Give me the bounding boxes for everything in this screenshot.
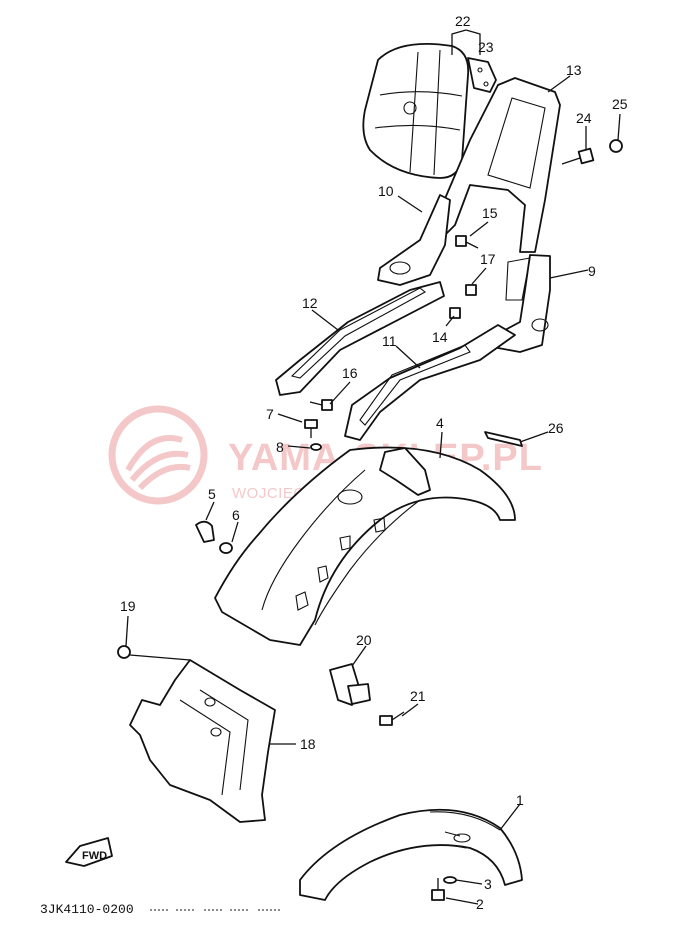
bolt-24-icon [577,147,595,165]
nut-6-icon [219,542,233,554]
callout-13: 13 [566,62,582,78]
callout-16: 16 [342,365,358,381]
callout-20: 20 [356,632,372,648]
callout-12: 12 [302,295,318,311]
part-emblem-strip[interactable] [484,431,523,447]
callout-3: 3 [484,876,492,892]
fasteners [117,139,623,901]
bolt-17-icon [465,284,477,296]
callout-6: 6 [232,507,240,523]
bolt-16-icon [321,399,333,411]
part-inner-fender[interactable] [129,659,276,823]
part-rear-fender[interactable] [214,446,516,646]
part-backrest-pad[interactable] [362,43,470,179]
callout-11: 11 [382,333,397,349]
callout-7: 7 [266,406,274,422]
callout-18: 18 [300,736,316,752]
diagram-code: 3JK4110-0200 [40,902,134,917]
bolt-2-icon [431,889,445,901]
bolt-19-icon [117,645,131,659]
bolt-14-icon [449,307,461,319]
nut-25-icon [609,139,623,153]
part-backrest-frame[interactable] [437,77,561,253]
callout-10: 10 [378,183,394,199]
watermark-logo-icon [108,405,208,505]
bolt-21-icon [379,715,393,726]
callout-5: 5 [208,486,216,502]
watermark-logo-forks-icon [125,435,191,491]
callout-14: 14 [432,329,448,345]
callout-25: 25 [612,96,628,112]
bolt-7-icon [304,419,318,429]
callout-26: 26 [548,420,564,436]
callout-2: 2 [476,896,484,912]
callout-9: 9 [588,263,596,279]
callout-17: 17 [480,251,496,267]
callout-19: 19 [120,598,136,614]
callout-labels: 22 23 13 24 25 10 15 17 9 12 14 11 16 7 … [120,13,628,912]
callout-8: 8 [276,439,284,455]
part-front-fender[interactable] [299,808,523,901]
part-right-stay[interactable] [344,324,516,441]
callout-1: 1 [516,792,524,808]
bolt-15-icon [455,235,467,247]
callout-21: 21 [410,688,426,704]
part-mount-bracket[interactable] [377,194,451,286]
washer-3-icon [443,876,457,884]
part-left-stay[interactable] [275,281,445,396]
callout-4: 4 [436,415,444,431]
callout-15: 15 [482,205,498,221]
fwd-label: FWD [82,850,107,862]
fwd-arrow-icon: FWD [65,837,113,867]
leader-lines [125,29,621,905]
callout-23: 23 [478,39,494,55]
callout-24: 24 [576,110,592,126]
screw-5-icon [195,520,215,543]
part-small-bracket-clip[interactable] [347,683,371,705]
part-backrest-bracket[interactable] [467,57,497,93]
callout-22: 22 [455,13,471,29]
part-fender-bracket[interactable] [379,447,431,496]
washer-8-icon [310,443,322,451]
part-side-bracket[interactable] [497,254,551,353]
